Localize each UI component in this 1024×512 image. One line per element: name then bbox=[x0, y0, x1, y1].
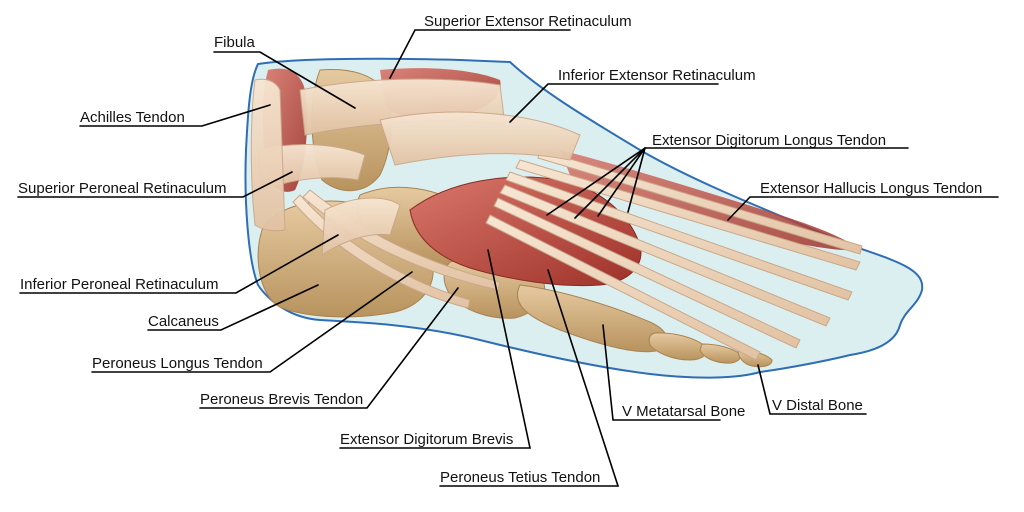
leader-peroneus-tetius bbox=[439, 269, 620, 487]
toe-tendons bbox=[485, 149, 863, 361]
label-v-metatarsal-bone: V Metatarsal Bone bbox=[622, 403, 745, 420]
leader-extensor-digitorum-longus-4 bbox=[627, 147, 646, 213]
label-peroneus-longus-tendon: Peroneus Longus Tendon bbox=[92, 355, 263, 372]
label-superior-peroneal-retinaculum: Superior Peroneal Retinaculum bbox=[18, 180, 226, 197]
label-extensor-digitorum-longus-tendon: Extensor Digitorum Longus Tendon bbox=[652, 132, 886, 149]
leader-fibula bbox=[213, 51, 356, 109]
label-inferior-peroneal-retinaculum: Inferior Peroneal Retinaculum bbox=[20, 276, 218, 293]
leader-extensor-digitorum-brevis bbox=[339, 249, 531, 449]
label-v-distal-bone: V Distal Bone bbox=[772, 397, 863, 414]
achilles-tendon-band bbox=[250, 78, 286, 232]
label-peroneus-tetius-tendon: Peroneus Tetius Tendon bbox=[440, 469, 600, 486]
leader-peroneus-longus bbox=[91, 271, 413, 373]
label-peroneus-brevis-tendon: Peroneus Brevis Tendon bbox=[200, 391, 363, 408]
leader-lines bbox=[17, 29, 999, 487]
leader-v-metatarsal bbox=[602, 324, 721, 421]
label-inferior-extensor-retinaculum: Inferior Extensor Retinaculum bbox=[558, 67, 756, 84]
leader-inferior-peroneal-retinaculum bbox=[19, 234, 339, 294]
label-superior-extensor-retinaculum: Superior Extensor Retinaculum bbox=[424, 13, 632, 30]
labels: Superior Extensor Retinaculum Fibula Inf… bbox=[18, 13, 982, 486]
leader-peroneus-brevis bbox=[199, 287, 459, 409]
leader-extensor-hallucis-longus bbox=[727, 196, 999, 221]
leader-calcaneus bbox=[147, 284, 319, 331]
leader-achilles-tendon bbox=[79, 104, 271, 127]
label-fibula: Fibula bbox=[214, 34, 256, 51]
leader-inferior-extensor-retinaculum bbox=[509, 83, 719, 123]
label-extensor-hallucis-longus-tendon: Extensor Hallucis Longus Tendon bbox=[760, 180, 982, 197]
proximal-phalanx bbox=[648, 332, 707, 361]
inferior-peroneal-retinaculum-band bbox=[321, 197, 401, 256]
leader-extensor-digitorum-longus-3 bbox=[597, 147, 646, 217]
leader-superior-peroneal-retinaculum bbox=[17, 171, 293, 198]
label-achilles-tendon: Achilles Tendon bbox=[80, 109, 185, 126]
label-extensor-digitorum-brevis: Extensor Digitorum Brevis bbox=[340, 431, 513, 448]
inferior-extensor-retinaculum-band bbox=[379, 111, 581, 166]
leader-superior-extensor-retinaculum bbox=[389, 29, 571, 79]
leader-extensor-digitorum-longus-2 bbox=[574, 147, 646, 219]
middle-phalanx bbox=[699, 343, 741, 364]
label-calcaneus: Calcaneus bbox=[148, 313, 219, 330]
superior-peroneal-retinaculum-band bbox=[257, 144, 366, 191]
leader-v-distal bbox=[757, 364, 867, 415]
